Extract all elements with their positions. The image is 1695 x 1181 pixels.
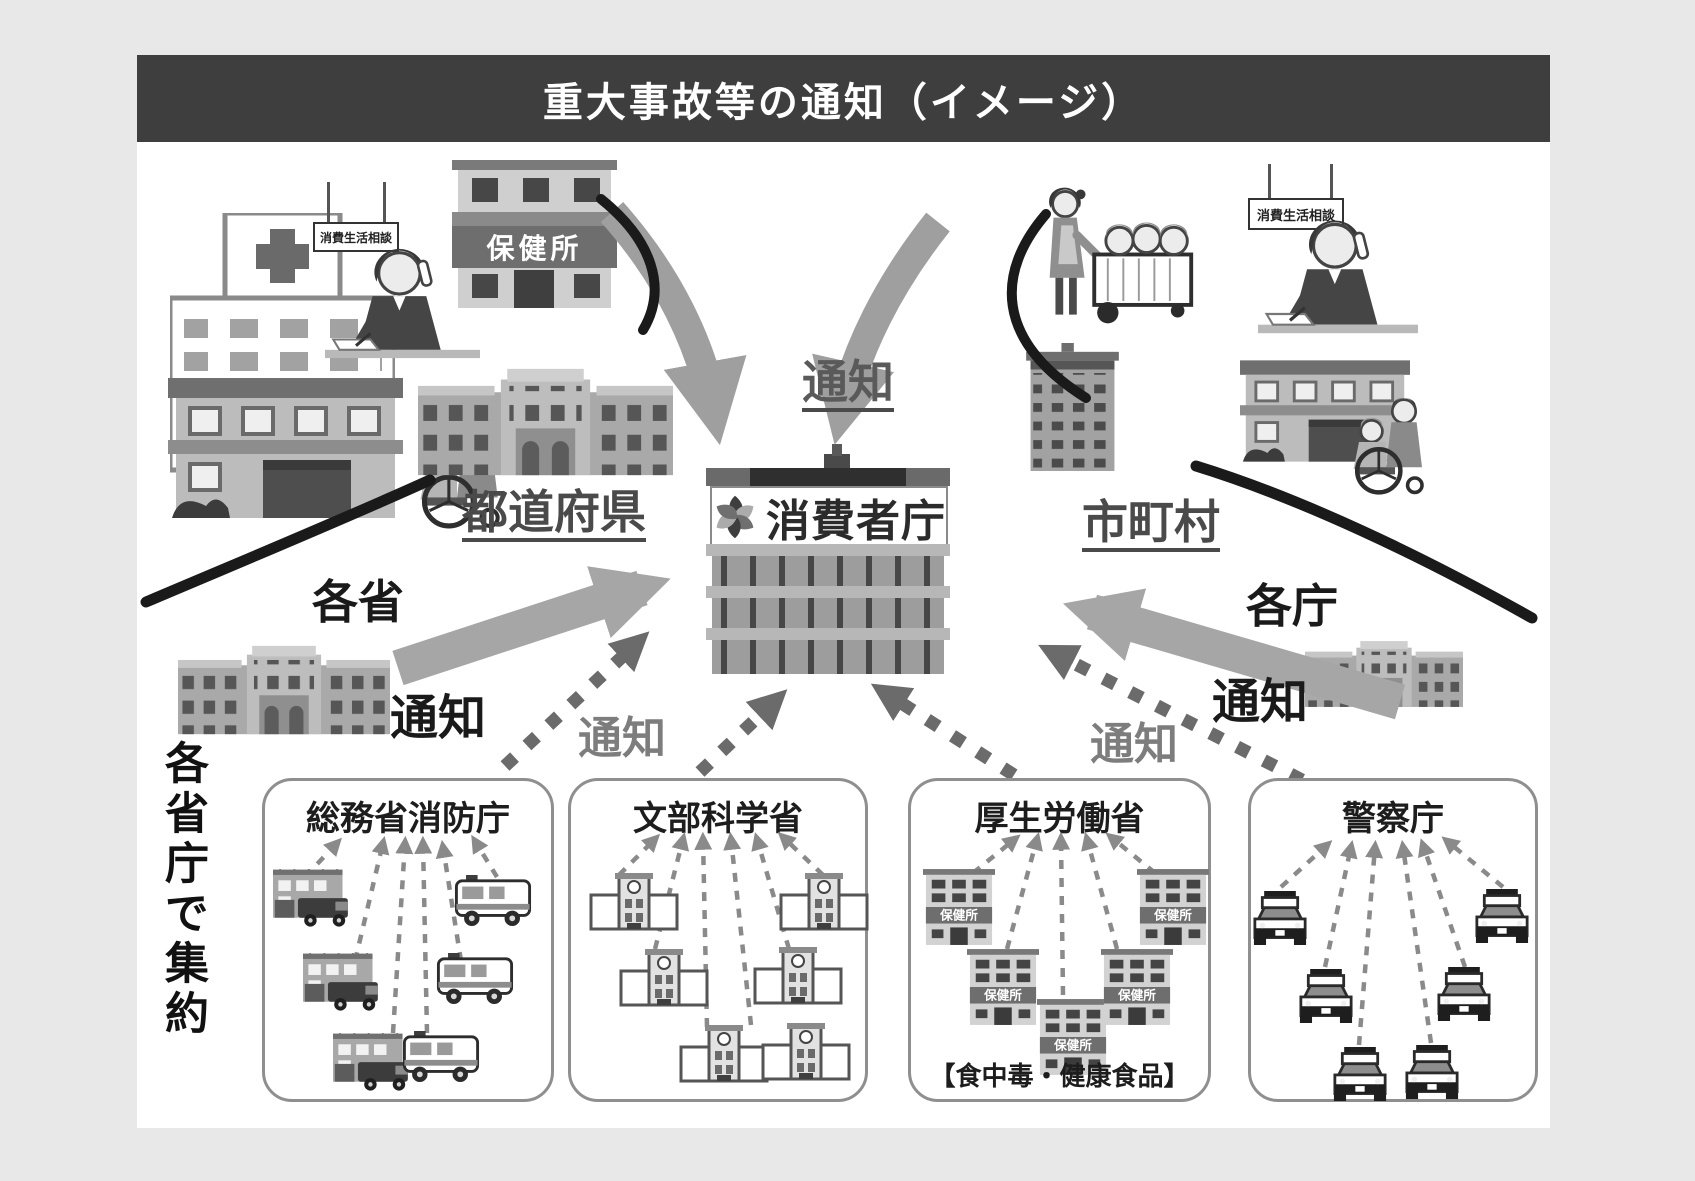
prefecture-building-icon (418, 352, 673, 492)
title-bar: 重大事故等の通知（イメージ） (137, 55, 1550, 142)
municipality-label: 市町村 (1082, 498, 1220, 553)
ministry-building-icon (178, 642, 390, 738)
sign-post-icon (383, 182, 386, 222)
notify-label-left: 通知 (390, 692, 487, 745)
notify-label-center: 通知 (802, 358, 894, 413)
rooftop-structure-icon (824, 454, 850, 470)
box-fdma-label: 総務省消防庁 (306, 800, 510, 838)
school-icon (589, 873, 679, 935)
box-mhlw-note: 【食中毒・健康食品】 (929, 1061, 1190, 1091)
notify-label-dashed-right: 通知 (1090, 720, 1178, 769)
box-fdma: 総務省消防庁 (262, 778, 554, 1102)
ambulance-icon (435, 953, 515, 1005)
municipality-building-icon (1020, 343, 1125, 471)
notify-label-right: 通知 (1212, 676, 1309, 729)
police-car-icon (1403, 1045, 1461, 1099)
consumer-agency-logo-icon (712, 494, 758, 540)
police-car-icon (1473, 889, 1531, 943)
page-title: 重大事故等の通知（イメージ） (542, 80, 1145, 125)
health-center-small-icon (967, 949, 1039, 1025)
wheelchair-elderly-right-icon (1332, 388, 1440, 496)
sign-post-icon (1330, 164, 1333, 200)
school-icon (779, 873, 869, 935)
health-center-small-icon (1101, 949, 1173, 1025)
sign-post-icon (1268, 164, 1271, 200)
police-car-icon (1251, 891, 1309, 945)
box-npa-arrows (1279, 836, 1505, 1046)
ministries-label: 各省 (312, 576, 404, 628)
consumer-agency-sign: 消費者庁 (710, 486, 948, 548)
fire-station-icon (273, 869, 355, 929)
box-mext-label: 文部科学省 (633, 800, 803, 838)
box-npa: 警察庁 (1248, 778, 1538, 1102)
school-icon (753, 947, 843, 1009)
health-center-building: 保健所 (452, 160, 617, 308)
school-icon (619, 949, 709, 1011)
health-center-small-icon (923, 869, 995, 945)
fire-station-icon (303, 953, 385, 1013)
consultation-right: 消費生活相談 (1240, 164, 1415, 340)
box-mhlw-label: 厚生労働省 (974, 800, 1145, 838)
consumer-agency-name: 消費者庁 (766, 497, 946, 546)
police-car-icon (1297, 969, 1355, 1023)
agency-building-icon (1305, 632, 1463, 716)
daycare-cart-icon (1038, 178, 1198, 330)
consult-sign-left: 消費生活相談 (313, 222, 399, 252)
school-icon (761, 1023, 851, 1085)
box-mhlw: 厚生労働省 【食中毒・健康食品】 (908, 778, 1211, 1102)
side-note-vertical: 各省庁で集約 (158, 740, 207, 1040)
box-mhlw-arrows (971, 831, 1157, 996)
care-home-left-icon (168, 378, 403, 518)
police-car-icon (1435, 967, 1493, 1021)
sign-post-icon (327, 182, 330, 222)
consumer-agency-building: 消費者庁 (706, 444, 950, 676)
consultation-left: 消費生活相談 (305, 182, 480, 406)
police-car-icon (1331, 1047, 1389, 1101)
box-fdma-arrows (303, 834, 499, 1034)
health-center-sign: 保健所 (452, 226, 617, 268)
school-icon (679, 1025, 769, 1087)
agencies-label: 各庁 (1246, 580, 1338, 632)
prefecture-label: 都道府県 (462, 488, 646, 543)
ambulance-icon (453, 875, 533, 927)
health-center-small-icon (1137, 869, 1209, 945)
box-npa-label: 警察庁 (1342, 800, 1444, 838)
box-mext: 文部科学省 (568, 778, 868, 1102)
notify-label-dashed-left: 通知 (578, 714, 666, 763)
phone-consultant-icon (1258, 218, 1418, 346)
ambulance-icon (401, 1031, 481, 1083)
